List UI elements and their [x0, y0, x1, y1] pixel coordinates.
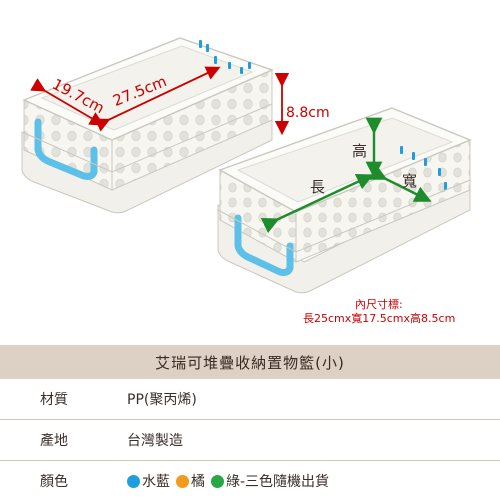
spec-value-material: PP(聚丙烯)	[127, 392, 197, 408]
spec-label-origin: 產地	[40, 433, 68, 449]
green-dot-icon	[211, 474, 224, 488]
product-title-bar: 艾瑞可堆疊收納置物籃(小)	[0, 345, 500, 379]
color-option-label: 綠-三色隨機出貨	[226, 474, 330, 490]
spec-row-color: 顏色 水藍 橘 綠-三色隨機出貨	[0, 461, 500, 501]
color-option-blue: 水藍	[127, 471, 170, 491]
color-option-green: 綠-三色隨機出貨	[211, 471, 329, 491]
inner-high-label: 高	[352, 142, 367, 160]
color-option-orange: 橘	[176, 471, 205, 491]
blue-dot-icon	[127, 474, 140, 488]
height-dimension-label: 8.8cm	[286, 105, 330, 121]
inner-dimension-arrows	[260, 117, 432, 234]
basket-illustration: 19.7cm 27.5cm 8.8cm 高 長 寬	[21, 37, 472, 294]
spec-table: 材質 PP(聚丙烯) 產地 台灣製造 顏色 水藍 橘 綠-三色隨機出貨	[0, 379, 500, 501]
color-option-label: 水藍	[142, 474, 170, 490]
left-dimension-arrows	[30, 66, 290, 136]
spec-value-color: 水藍 橘 綠-三色隨機出貨	[115, 471, 335, 491]
inner-size-title: 內尺寸標:	[355, 298, 403, 311]
inner-long-label: 長	[310, 178, 325, 196]
spec-row-origin: 產地 台灣製造	[0, 420, 500, 461]
product-title: 艾瑞可堆疊收納置物籃(小)	[155, 353, 345, 372]
spec-label-material: 材質	[40, 392, 68, 408]
color-option-label: 橘	[191, 474, 205, 490]
spec-row-material: 材質 PP(聚丙烯)	[0, 379, 500, 420]
spec-label-color: 顏色	[40, 474, 68, 490]
spec-value-origin: 台灣製造	[127, 433, 183, 449]
inner-size-value: 長25cmx寬17.5cmx高8.5cm	[303, 312, 456, 325]
inner-wide-label: 寬	[402, 172, 417, 190]
inner-size-note: 內尺寸標: 長25cmx寬17.5cmx高8.5cm	[303, 298, 500, 326]
orange-dot-icon	[176, 474, 189, 488]
